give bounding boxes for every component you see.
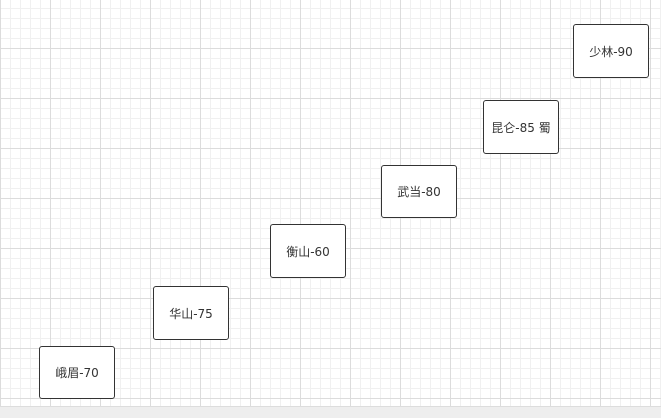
- node-shaolin[interactable]: 少林-90: [573, 24, 649, 78]
- node-label: 峨眉-70: [55, 366, 99, 380]
- node-label: 衡山-60: [286, 244, 330, 259]
- node-label: 昆仑-85 蜀: [491, 120, 551, 135]
- node-label: 武当-80: [397, 185, 441, 199]
- node-emei[interactable]: 峨眉-70: [39, 346, 115, 399]
- diagram-canvas[interactable]: 峨眉-70 华山-75 衡山-60 武当-80 昆仑-85 蜀 少林-90: [0, 0, 661, 406]
- node-huashan[interactable]: 华山-75: [153, 286, 229, 340]
- node-kunlun[interactable]: 昆仑-85 蜀: [483, 100, 559, 154]
- node-label: 少林-90: [589, 44, 633, 59]
- node-label: 华山-75: [169, 306, 213, 321]
- node-wudang[interactable]: 武当-80: [381, 165, 457, 218]
- horizontal-scrollbar[interactable]: [0, 406, 661, 418]
- node-hengshan[interactable]: 衡山-60: [270, 224, 346, 278]
